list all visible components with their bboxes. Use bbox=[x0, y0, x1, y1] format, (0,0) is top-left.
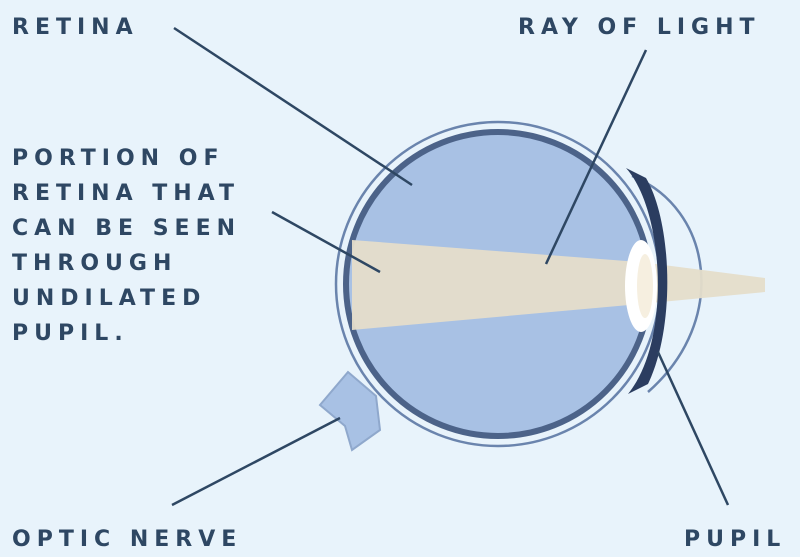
portion-label-line: PUPIL. bbox=[12, 316, 241, 351]
portion-label-line: UNDILATED bbox=[12, 281, 241, 316]
portion-label-line: PORTION OF bbox=[12, 141, 241, 176]
pupil-label: PUPIL bbox=[684, 522, 786, 557]
retina-label: RETINA bbox=[12, 10, 139, 45]
lens-highlight bbox=[637, 254, 653, 318]
optic-nerve-leader-line bbox=[172, 418, 340, 505]
ray-of-light-label: RAY OF LIGHT bbox=[518, 10, 761, 45]
portion-label-line: THROUGH bbox=[12, 246, 241, 281]
portion-label-line: CAN BE SEEN bbox=[12, 211, 241, 246]
pupil-leader-line bbox=[658, 352, 728, 505]
portion-label-line: RETINA THAT bbox=[12, 176, 241, 211]
optic-nerve-label: OPTIC NERVE bbox=[12, 522, 242, 557]
portion-of-retina-label: PORTION OF RETINA THAT CAN BE SEEN THROU… bbox=[12, 141, 241, 351]
